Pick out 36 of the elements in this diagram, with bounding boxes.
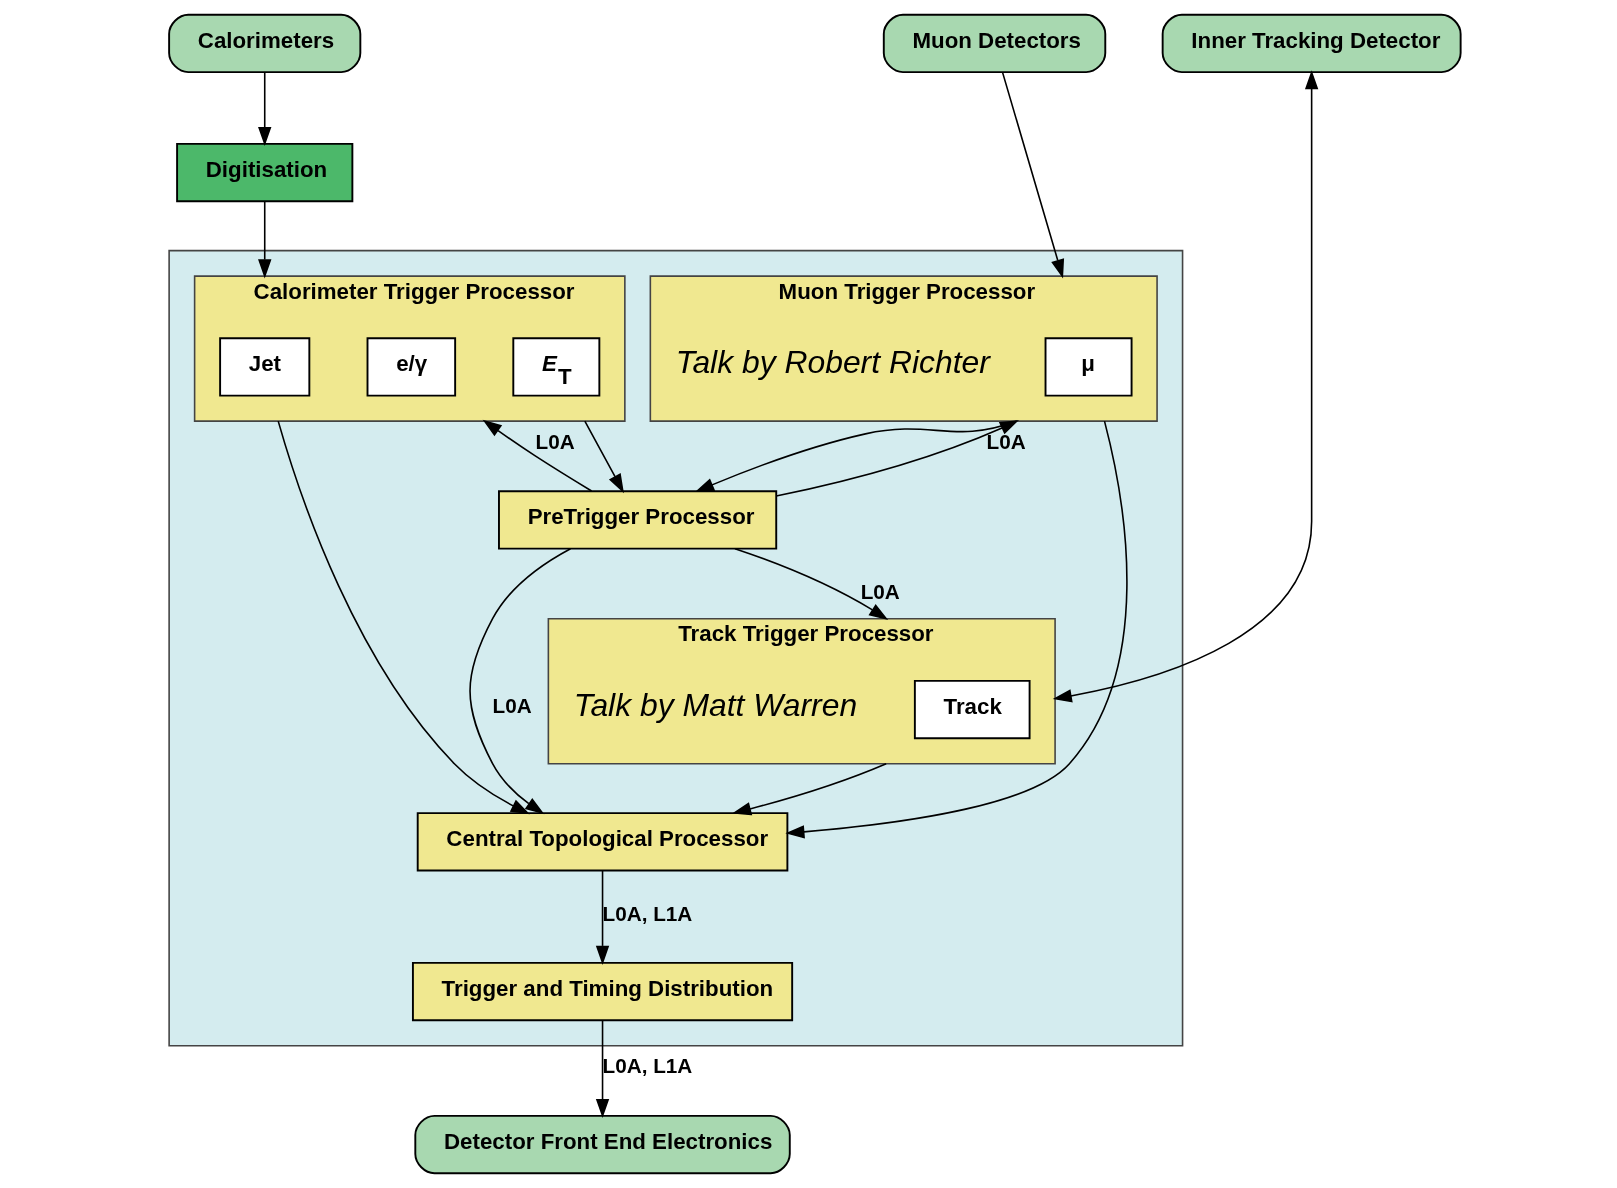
- arrow: [1052, 70, 1319, 703]
- arrow: [584, 420, 624, 494]
- node-box: Digitisation: [176, 142, 354, 203]
- arrow: [258, 200, 272, 279]
- edge-label: L0A: [535, 429, 575, 453]
- node-box: Trigger and Timing Distribution: [411, 961, 794, 1022]
- node-label: Talk by Robert Richter: [675, 344, 990, 381]
- arrow: [469, 547, 572, 815]
- arrow: [595, 1019, 610, 1119]
- arrow: [595, 870, 610, 965]
- node-box: μ: [1044, 337, 1133, 397]
- edge-label: L0A: [986, 429, 1026, 453]
- arrow: [277, 420, 530, 815]
- node-box: Detector Front End Electronics: [414, 1114, 791, 1175]
- node-box: Jet: [219, 337, 311, 397]
- node-box: Central Topological Processor: [416, 812, 789, 872]
- cluster: [168, 249, 1184, 1047]
- arrow: [732, 762, 887, 816]
- node-box: Track: [913, 679, 1031, 740]
- arrow: [482, 419, 593, 492]
- edge-label: L0A: [492, 694, 532, 718]
- arrow: [694, 420, 1018, 493]
- arrow: [1001, 71, 1065, 279]
- arrow: [258, 71, 272, 147]
- arrow: [734, 547, 889, 620]
- edge-label: L0A, L1A: [602, 901, 693, 925]
- node-box: Calorimeters: [168, 13, 362, 74]
- node-box: PreTrigger Processor: [498, 490, 778, 550]
- node-box: e/γ: [366, 337, 457, 397]
- arrow: [775, 420, 1020, 497]
- node-box: Inner Tracking Detector: [1161, 13, 1462, 74]
- node-box: Muon Detectors: [882, 13, 1107, 74]
- edge-label: L0A: [860, 579, 900, 603]
- edge-label: L0A, L1A: [602, 1054, 693, 1078]
- node-label: Talk by Matt Warren: [573, 686, 858, 723]
- arrow: [785, 420, 1128, 839]
